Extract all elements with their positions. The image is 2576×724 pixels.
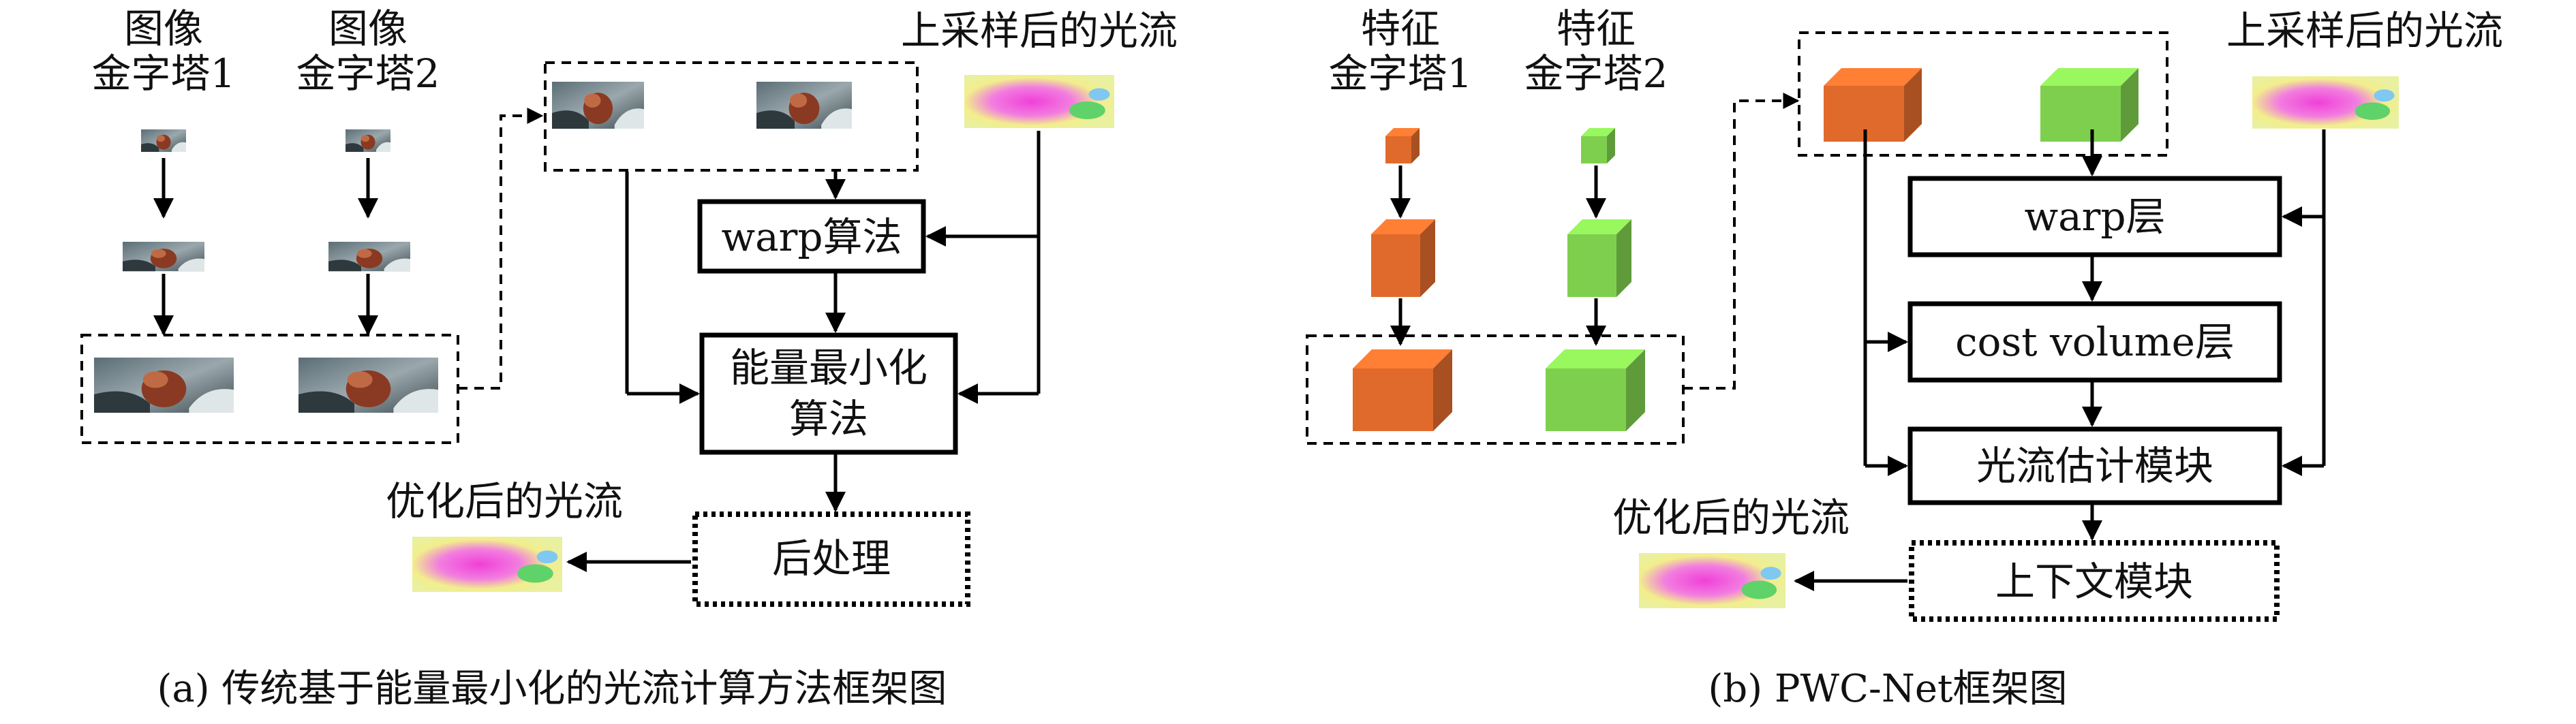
feature-pair-group <box>1798 31 2168 157</box>
context-module-label: 上下文模块 <box>1995 558 2193 605</box>
feature-pair-left-cube <box>1824 68 1922 142</box>
pyramid2-label-line1: 图像 <box>328 5 408 52</box>
energy-min-box <box>699 332 958 455</box>
feature2-level1-cube <box>1546 349 1645 431</box>
feature-pyramid1-label-line1: 特征 <box>1361 5 1440 52</box>
warp-algorithm-label: warp算法 <box>721 214 902 260</box>
cost-volume-box <box>1907 301 2282 383</box>
pyramid1-level3-image <box>141 129 186 152</box>
pyramid1-level2-image <box>123 242 204 272</box>
pyramid1-label-line1: 图像 <box>124 5 203 52</box>
feature2-level3-cube <box>1581 128 1615 163</box>
pyramid2-level2-image <box>328 242 410 272</box>
pyramid1-label-line2: 金字塔1 <box>92 50 236 97</box>
warp-layer-box <box>1907 176 2282 257</box>
upsampled-flow-image-b <box>2252 76 2399 129</box>
panel-b: 特征 金字塔1 特征 金字塔2 上采样后的光流 warp层 cost volum… <box>1306 5 2503 711</box>
post-processing-label: 后处理 <box>772 535 891 582</box>
refined-flow-image-b <box>1639 553 1785 608</box>
image-pair-group <box>544 61 919 172</box>
image-pair-left <box>552 82 644 129</box>
refined-flow-label-a: 优化后的光流 <box>386 478 623 524</box>
energy-min-label-line1: 能量最小化 <box>730 345 927 391</box>
feature-pyramid2-label-line2: 金字塔2 <box>1524 50 1668 97</box>
feature2-level2-cube <box>1567 219 1631 297</box>
panel-a: 图像 金字塔1 图像 金字塔2 上采样后的光流 warp算法 <box>80 5 1178 711</box>
caption-b: (b) PWC-Net框架图 <box>1708 667 2068 711</box>
energy-min-label-line2: 算法 <box>789 396 868 442</box>
feature1-level1-cube <box>1353 349 1452 431</box>
pyramid2-level1-image <box>298 358 438 413</box>
flow-estimator-label: 光流估计模块 <box>1976 443 2213 489</box>
cost-volume-label: cost volume层 <box>1955 319 2235 365</box>
warp-layer-label: warp层 <box>2024 193 2165 240</box>
dashed-connector-a <box>458 108 544 390</box>
refined-flow-image-a <box>412 537 562 592</box>
feature1-level2-cube <box>1371 219 1435 297</box>
feature1-level3-cube <box>1385 128 1420 163</box>
feature-pyramid2-label-line1: 特征 <box>1557 5 1636 52</box>
pyramid2-label-line2: 金字塔2 <box>296 50 440 97</box>
flow-estimator-box <box>1907 426 2282 505</box>
image-pair-right <box>756 82 852 129</box>
upsampled-flow-image-a <box>964 75 1114 128</box>
pyramid1-level1-image <box>94 358 234 413</box>
refined-flow-label-b: 优化后的光流 <box>1612 494 1850 541</box>
pyramid2-level3-image <box>346 129 390 152</box>
context-module-box <box>1909 540 2280 622</box>
dashed-connector-b <box>1683 93 1800 390</box>
feature-pyramid1-label-line2: 金字塔1 <box>1329 50 1473 97</box>
warp-algorithm-box <box>697 199 926 274</box>
upsampled-flow-label-b: 上采样后的光流 <box>2226 7 2503 54</box>
caption-a: (a) 传统基于能量最小化的光流计算方法框架图 <box>157 667 947 711</box>
upsampled-flow-label-a: 上采样后的光流 <box>901 7 1178 54</box>
post-processing-box <box>692 511 970 607</box>
feature-pair-right-cube <box>2040 68 2138 142</box>
